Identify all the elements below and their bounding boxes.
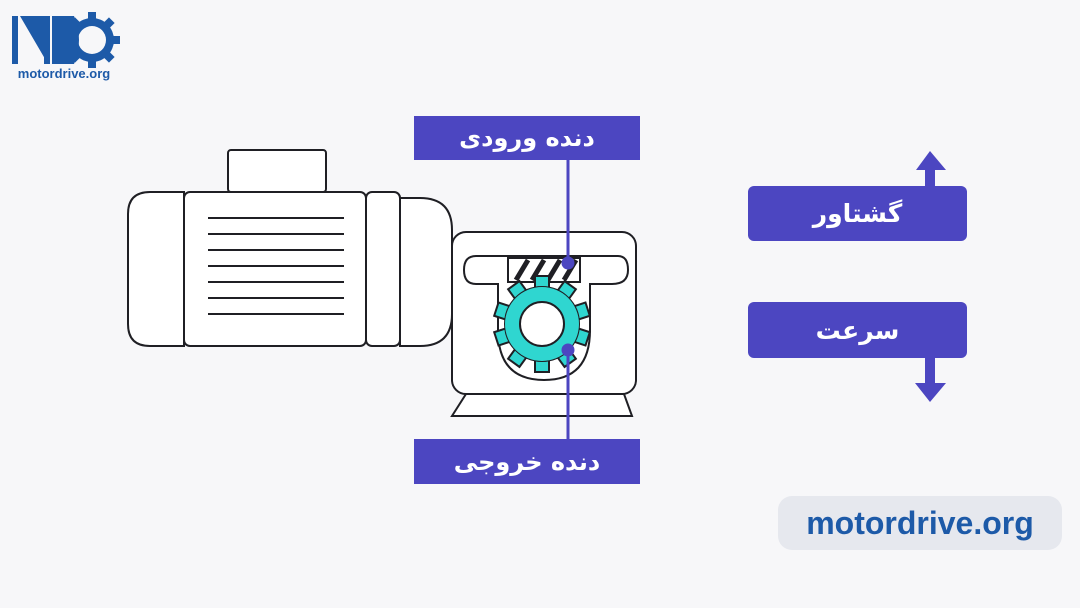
torque-label: گشتاور [748, 186, 967, 241]
terminal-box [227, 149, 327, 193]
motor-rear-cap [127, 191, 185, 347]
watermark-badge: motordrive.org [778, 496, 1062, 550]
torque-up-arrow [916, 151, 946, 190]
output-gear-label: دنده خروجی [414, 439, 640, 484]
output-leader-dot [561, 343, 575, 357]
watermark-text: motordrive.org [806, 504, 1034, 541]
input-gear-label: دنده ورودی [414, 116, 640, 160]
worm-wheel [492, 275, 592, 373]
motor-adapter [399, 197, 453, 347]
gearbox-base [450, 393, 634, 417]
input-leader-dot [561, 256, 575, 270]
speed-down-arrow [915, 356, 946, 402]
motordrive-logo [12, 12, 120, 68]
logo-text: motordrive.org [17, 66, 111, 81]
motor-body [183, 191, 367, 347]
speed-label: سرعت [748, 302, 967, 358]
logo-mark [12, 12, 120, 68]
motor-flange [365, 191, 401, 347]
